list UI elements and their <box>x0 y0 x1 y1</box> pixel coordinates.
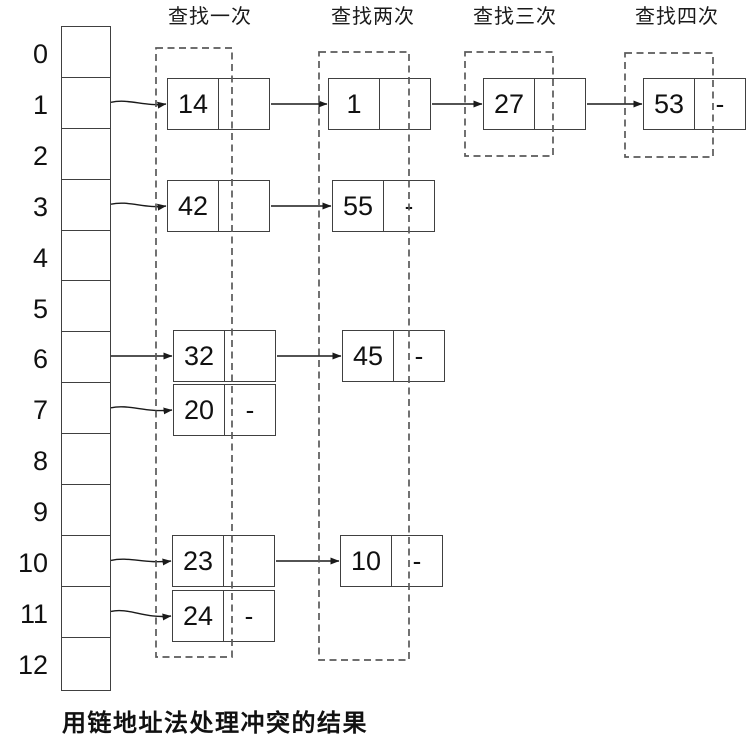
list-node: 32 <box>173 330 276 382</box>
array-cell-3 <box>62 180 110 231</box>
node-pointer-field: - <box>224 385 275 435</box>
column-header-4: 查找四次 <box>635 6 719 28</box>
node-pointer-field <box>534 79 585 129</box>
array-cell-11 <box>62 587 110 638</box>
node-pointer-field <box>218 79 269 129</box>
node-value-field: 14 <box>177 88 209 119</box>
array-index-label: 4 <box>32 242 48 273</box>
node-pointer-field <box>223 536 274 586</box>
node-value-field: 55 <box>342 190 374 221</box>
list-node: 42 <box>167 180 270 232</box>
list-node: 1 <box>328 78 431 130</box>
array-index-label: 3 <box>32 191 48 222</box>
list-node: 45- <box>342 330 445 382</box>
node-pointer-field: - <box>694 79 745 129</box>
node-pointer-field: - <box>391 536 442 586</box>
array-index-label: 6 <box>32 344 48 375</box>
array-cell-5 <box>62 281 110 333</box>
node-value-field: 53 <box>653 88 685 119</box>
hash-array <box>61 26 111 691</box>
node-pointer-field: - <box>223 591 274 641</box>
list-node: 55- <box>332 180 435 232</box>
node-pointer-field <box>379 79 430 129</box>
array-index-label: 8 <box>32 446 48 477</box>
node-pointer-field <box>224 331 275 381</box>
array-index-label: 1 <box>32 89 48 120</box>
list-node: 27 <box>483 78 586 130</box>
node-pointer-field <box>218 181 269 231</box>
column-header-3: 查找三次 <box>473 6 557 28</box>
array-cell-12 <box>62 638 110 689</box>
diagram-caption: 用链地址法处理冲突的结果 <box>62 710 368 737</box>
array-index-label: 11 <box>19 598 48 629</box>
list-node: 24- <box>172 590 275 642</box>
node-value-field: 45 <box>352 340 384 371</box>
list-node: 14 <box>167 78 270 130</box>
node-value-field: 20 <box>183 394 215 425</box>
node-value-field: 42 <box>177 190 209 221</box>
array-cell-2 <box>62 129 110 180</box>
node-pointer-field: - <box>383 181 434 231</box>
array-cell-6 <box>62 332 110 384</box>
node-value-field: 10 <box>350 545 382 576</box>
array-index-label: 7 <box>32 395 48 426</box>
array-cell-1 <box>62 78 110 129</box>
array-cell-4 <box>62 231 110 282</box>
array-cell-0 <box>62 27 110 78</box>
list-node: 20- <box>173 384 276 436</box>
array-index-label: 9 <box>32 497 48 528</box>
array-cell-7 <box>62 383 110 435</box>
array-index-label: 5 <box>32 293 48 324</box>
list-node: 23 <box>172 535 275 587</box>
array-cell-9 <box>62 485 110 536</box>
node-value-field: 24 <box>182 600 214 631</box>
array-index-label: 10 <box>17 548 48 578</box>
array-index-label: 2 <box>32 140 48 171</box>
node-value-field: 23 <box>182 545 214 576</box>
list-node: 53- <box>643 78 746 130</box>
array-cell-10 <box>62 536 110 587</box>
node-pointer-field: - <box>393 331 444 381</box>
node-value-field: 27 <box>493 88 525 119</box>
array-cell-8 <box>62 434 110 486</box>
node-value-field: 1 <box>346 88 362 119</box>
node-value-field: 32 <box>183 340 215 371</box>
column-header-1: 查找一次 <box>168 6 252 28</box>
column-header-2: 查找两次 <box>331 6 415 28</box>
array-index-label: 0 <box>32 39 48 69</box>
list-node: 10- <box>340 535 443 587</box>
array-index-label: 12 <box>17 649 48 680</box>
